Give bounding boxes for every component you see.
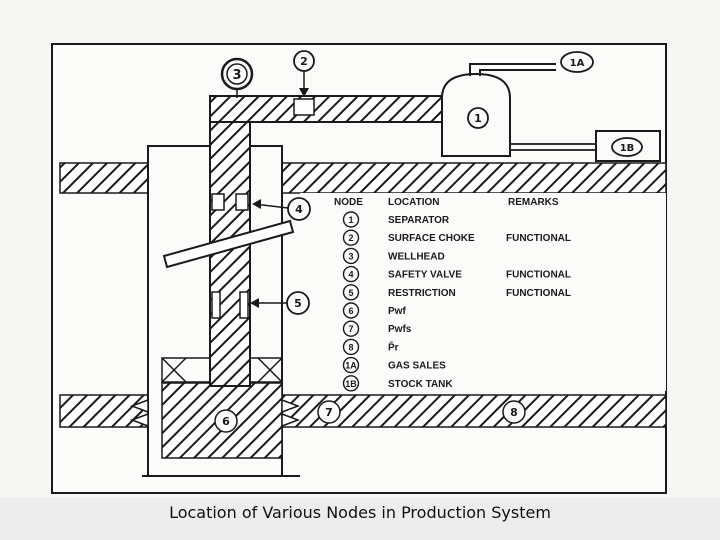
node-badge xyxy=(342,211,360,228)
node-badge xyxy=(342,284,360,301)
row-location: Pwf xyxy=(388,306,406,317)
node-7-callout: 7 xyxy=(317,400,341,424)
row-node: 1B xyxy=(345,379,357,389)
node-4-callout: 4 xyxy=(252,197,311,221)
node-badge xyxy=(342,247,360,265)
row-node: 2 xyxy=(348,233,353,243)
node-1a-callout: 1A xyxy=(560,51,594,73)
row-location: Pwfs xyxy=(388,324,412,335)
node-badge xyxy=(342,356,360,374)
node-8-callout: 8 xyxy=(502,400,526,424)
table-row: 1 SEPARATOR xyxy=(342,211,450,228)
node-1b-callout: 1B xyxy=(611,137,643,157)
node-badge xyxy=(342,265,360,283)
table-row: 5 RESTRICTION FUNCTIONAL xyxy=(342,284,571,301)
node-badge xyxy=(342,229,360,246)
table-row: 2 SURFACE CHOKE FUNCTIONAL xyxy=(342,229,571,246)
node-1-label: 1 xyxy=(474,112,482,125)
table-backdrop xyxy=(300,193,666,391)
row-location: STOCK TANK xyxy=(388,379,453,390)
safety-valve xyxy=(211,193,249,211)
table-row: 1A GAS SALES xyxy=(342,356,446,374)
row-node: 5 xyxy=(348,288,353,298)
table-row: 8 P̄r xyxy=(342,338,399,356)
gas-outlet xyxy=(469,63,556,76)
slide-caption: Location of Various Nodes in Production … xyxy=(169,503,551,522)
table-header-node: NODE xyxy=(334,197,363,208)
production-system-diagram: 3 2 1A 1 1B 4 5 xyxy=(0,0,720,498)
table-header-location: LOCATION xyxy=(388,197,439,208)
row-location: SURFACE CHOKE xyxy=(388,233,475,244)
row-location: GAS SALES xyxy=(388,361,446,372)
row-location: RESTRICTION xyxy=(388,288,456,299)
node-5-callout: 5 xyxy=(250,291,310,315)
table-row: 6 Pwf xyxy=(342,302,406,319)
table-row: 3 WELLHEAD xyxy=(342,247,445,265)
node-8-label: 8 xyxy=(510,406,518,419)
node-badge xyxy=(342,338,360,356)
table-row: 7 Pwfs xyxy=(342,320,412,337)
row-node: 6 xyxy=(348,306,353,316)
restriction xyxy=(211,291,249,319)
row-remarks: FUNCTIONAL xyxy=(506,288,571,299)
caption-bar xyxy=(0,498,720,540)
row-node: 3 xyxy=(348,251,353,261)
surface-choke xyxy=(293,98,315,116)
row-node: 7 xyxy=(348,324,353,334)
node-3-callout: 3 xyxy=(220,57,254,91)
node-4-label: 4 xyxy=(295,203,303,216)
row-location: SAFETY VALVE xyxy=(388,270,462,281)
node-1a-label: 1A xyxy=(570,58,585,69)
table-row: 4 SAFETY VALVE FUNCTIONAL xyxy=(342,265,571,283)
node-6-label: 6 xyxy=(222,415,230,428)
node-2-label: 2 xyxy=(300,55,308,68)
node-1-callout: 1 xyxy=(467,107,489,129)
choke-arrow-head xyxy=(299,88,309,97)
node-2-callout: 2 xyxy=(293,50,315,72)
node-7-label: 7 xyxy=(325,406,333,419)
node-badge xyxy=(342,302,360,319)
row-location: P̄r xyxy=(388,341,399,353)
node-3-label: 3 xyxy=(232,68,241,83)
row-node: 4 xyxy=(348,270,353,280)
node-badge xyxy=(342,320,360,337)
table-header-remarks: REMARKS xyxy=(508,197,559,208)
node-badge xyxy=(342,375,360,392)
row-node: 1A xyxy=(345,361,357,371)
table-rows: 1 SEPARATOR 2 SURFACE CHOKE FUNCTIONAL 3 WELLH… xyxy=(342,211,571,392)
row-remarks: FUNCTIONAL xyxy=(506,233,571,244)
row-location: WELLHEAD xyxy=(388,251,445,262)
node-6-callout: 6 xyxy=(214,409,238,433)
flowline xyxy=(209,95,443,123)
row-location: SEPARATOR xyxy=(388,215,450,226)
diagonal-pipe xyxy=(162,219,295,269)
node-1b-label: 1B xyxy=(620,143,635,154)
row-remarks: FUNCTIONAL xyxy=(506,270,571,281)
table-row: 1B STOCK TANK xyxy=(342,375,453,392)
row-node: 8 xyxy=(348,342,353,352)
node-5-label: 5 xyxy=(294,297,302,310)
node-table: NODE LOCATION REMARKS 1 SEPARATOR 2 SURFACE… xyxy=(334,197,571,392)
row-node: 1 xyxy=(348,215,353,225)
perforations xyxy=(129,398,301,428)
